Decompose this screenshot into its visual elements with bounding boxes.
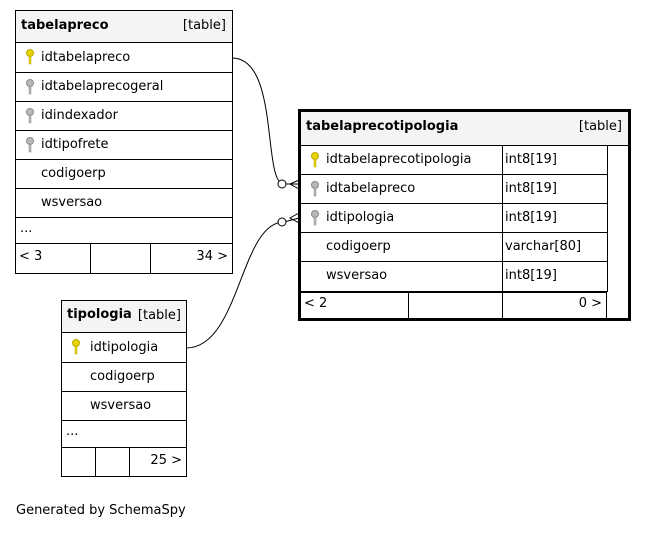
footer-divider (90, 244, 91, 273)
column-name: wsversao (41, 195, 103, 210)
foreign-key-icon (26, 79, 34, 95)
column-divider (502, 146, 503, 292)
children-count[interactable]: 0 > (578, 296, 602, 311)
table-header: tipologia [table] (62, 301, 186, 333)
column-name: codigoerp (90, 369, 155, 384)
foreign-key-icon (311, 210, 319, 226)
column-name: wsversao (326, 268, 388, 283)
footer-divider (129, 448, 130, 476)
table-name: tipologia (67, 307, 132, 322)
column-row[interactable]: codigoerp (62, 363, 186, 392)
footer-divider (95, 448, 96, 476)
table-header: tabelapreco [table] (16, 11, 232, 43)
table-type: [table] (182, 18, 226, 33)
primary-key-icon (72, 339, 80, 355)
column-row[interactable]: idindexador (16, 102, 232, 131)
columns-grid: idtabelaprecotipologia int8[19] idtabela… (301, 146, 608, 292)
edge-tipologia-to-tabelaprecotipologia (185, 217, 300, 349)
edge-optional-circle (277, 217, 287, 227)
column-type: int8[19] (505, 181, 557, 196)
column-name: idtipofrete (41, 137, 109, 152)
table-footer: < 3 34 > (16, 244, 232, 273)
more-columns-row[interactable]: ... (16, 218, 232, 244)
generated-by-note: Generated by SchemaSpy (16, 503, 186, 518)
column-row[interactable]: wsversao (16, 189, 232, 218)
column-row[interactable]: idtabelaprecotipologia int8[19] (301, 146, 607, 175)
parents-count[interactable]: < 2 (304, 296, 328, 311)
column-name: codigoerp (41, 166, 106, 181)
column-row[interactable]: codigoerp (16, 160, 232, 189)
column-row[interactable]: wsversao (62, 392, 186, 421)
column-name: idtabelapreco (41, 50, 131, 65)
table-name: tabelapreco (21, 18, 109, 33)
foreign-key-icon (311, 181, 319, 197)
column-name: idtabelaprecotipologia (326, 152, 472, 167)
table-header: tabelaprecotipologia [table] (301, 112, 628, 146)
table-type: [table] (578, 119, 622, 134)
more-columns-row[interactable]: ... (62, 421, 186, 448)
table-tabelapreco[interactable]: tabelapreco [table] idtabelapreco idtabe… (15, 10, 233, 274)
edge-optional-circle (277, 179, 287, 189)
table-tipologia[interactable]: tipologia [table] idtipologia codigoerp … (61, 300, 187, 477)
children-count[interactable]: 34 > (196, 249, 228, 264)
edge-tabelapreco-to-tabelaprecotipologia (231, 57, 299, 185)
table-type: [table] (137, 308, 181, 323)
footer-divider (408, 293, 409, 318)
edge-crowfoot (288, 212, 300, 224)
column-row[interactable]: idtipologia (62, 333, 186, 363)
column-name: idtipologia (326, 210, 395, 225)
children-count[interactable]: 25 > (150, 453, 182, 468)
primary-key-icon (311, 152, 319, 168)
column-row[interactable]: wsversao int8[19] (301, 262, 607, 292)
parents-count[interactable]: < 3 (19, 249, 43, 264)
table-tabelaprecotipologia[interactable]: tabelaprecotipologia [table] idtabelapre… (298, 109, 631, 321)
table-footer: < 2 0 > (301, 292, 607, 318)
footer-divider (150, 244, 151, 273)
foreign-key-icon (26, 137, 34, 153)
column-name: idtabelaprecogeral (41, 79, 164, 94)
column-row[interactable]: idtipofrete (16, 131, 232, 160)
column-name: codigoerp (326, 239, 391, 254)
column-name: idindexador (41, 108, 118, 123)
column-type: int8[19] (505, 268, 557, 283)
foreign-key-icon (26, 108, 34, 124)
footer-divider (502, 293, 503, 318)
column-name: wsversao (90, 398, 152, 413)
column-name: idtipologia (90, 340, 159, 355)
column-type: int8[19] (505, 152, 557, 167)
column-row[interactable]: idtabelapreco int8[19] (301, 175, 607, 204)
primary-key-icon (26, 49, 34, 65)
column-name: idtabelapreco (326, 181, 416, 196)
column-type: varchar[80] (505, 239, 582, 254)
column-type: int8[19] (505, 210, 557, 225)
table-name: tabelaprecotipologia (306, 119, 459, 134)
more-columns-ellipsis: ... (20, 221, 33, 236)
column-row[interactable]: codigoerp varchar[80] (301, 233, 607, 262)
edge-crowfoot (288, 179, 300, 190)
column-row[interactable]: idtabelapreco (16, 43, 232, 73)
column-row[interactable]: idtabelaprecogeral (16, 73, 232, 102)
more-columns-ellipsis: ... (66, 424, 79, 439)
table-footer: 25 > (62, 448, 186, 476)
column-row[interactable]: idtipologia int8[19] (301, 204, 607, 233)
